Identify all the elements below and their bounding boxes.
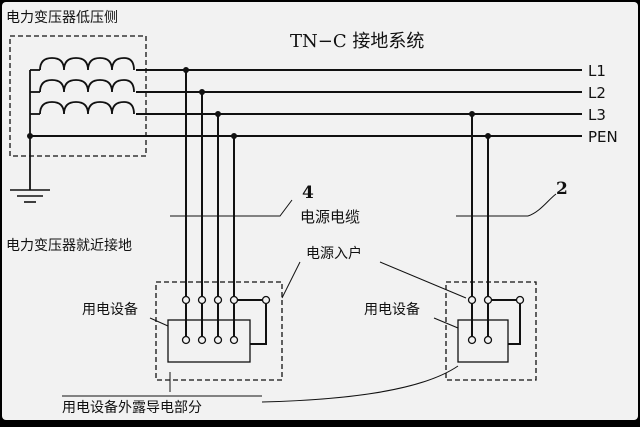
service-entrance-leader-left [281,261,301,299]
callout-2-leader [527,193,557,217]
exposed-conductive-label: 用电设备外露导电部分 [62,399,202,416]
right-equipment-label: 用电设备 [364,301,420,318]
left-pen-jumper [238,299,267,345]
bus-label-l1: L1 [588,62,606,80]
diagram-title: TN−C 接地系统 [290,31,424,52]
left-equipment-label: 用电设备 [82,301,138,318]
winding-2 [39,79,135,93]
power-cable-label: 电源电缆 [300,208,360,226]
right-pen-jumper [492,299,521,345]
left-equipment-leader [149,317,169,327]
right-equipment-body [457,319,509,363]
callout-4-leader [240,199,293,217]
winding-3 [39,101,135,115]
callout-2: 2 [556,179,568,199]
left-terminals-bottom [181,335,239,345]
bus-label-l3: L3 [588,106,606,124]
right-equipment-box [445,281,537,381]
transformer-low-side-label: 电力变压器低压侧 [6,10,118,26]
right-terminals [467,295,525,345]
left-terminals-top [181,295,271,305]
exposed-leader-right [261,365,459,403]
service-entrance-leader-right [379,261,467,299]
transformer-grounding-label: 电力变压器就近接地 [6,237,132,254]
service-entrance-label: 电源入户 [306,245,362,262]
paper [2,2,638,420]
bus-label-l2: L2 [588,84,606,102]
right-equipment-leader [433,317,459,329]
bus-label-pen: PEN [588,128,618,146]
callout-4: 4 [302,183,314,203]
winding-1 [39,57,135,71]
transformer-box [9,35,147,157]
ground-symbol [10,189,50,203]
left-equipment-body [167,319,251,363]
